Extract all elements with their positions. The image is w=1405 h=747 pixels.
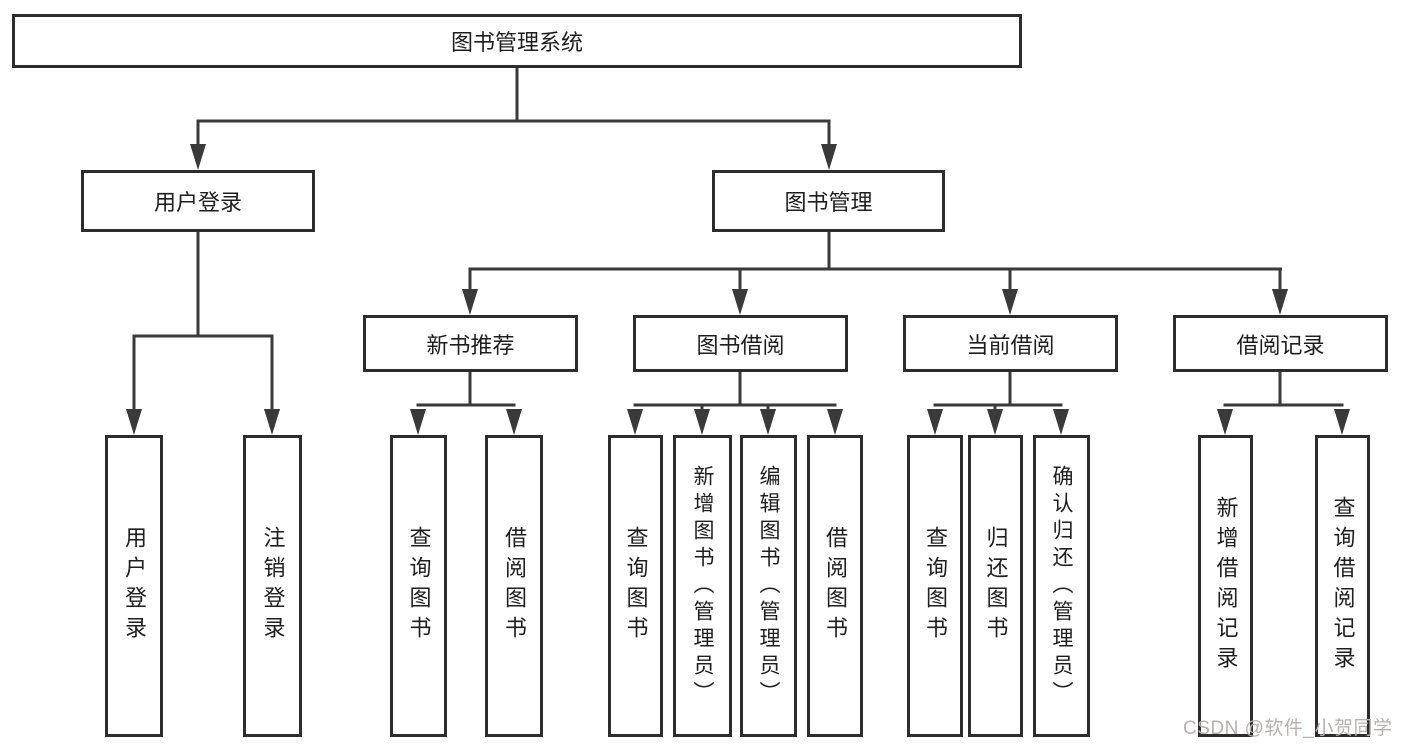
arrowhead-icons — [126, 144, 1350, 435]
arrow-down-icon — [821, 144, 837, 170]
node-root-system: 图书管理系统 — [12, 14, 1022, 68]
node-label: 新书推荐 — [426, 332, 515, 358]
node-label: 确认归还（管理员） — [1050, 464, 1073, 708]
node-label: 图书管理系统 — [450, 30, 583, 55]
leaf-add-books-admin: 新增图书（管理员） — [673, 435, 732, 737]
arrow-down-icon — [927, 409, 943, 435]
node-label: 查询借阅记录 — [1330, 496, 1356, 676]
node-label: 归还图书 — [983, 526, 1009, 646]
node-user-login: 用户登录 — [81, 170, 315, 232]
leaf-return-books: 归还图书 — [968, 435, 1023, 737]
csdn-watermark: CSDN @软件_小贺同学 — [1183, 718, 1393, 739]
node-label: 编辑图书（管理员） — [757, 464, 780, 708]
node-current-borrow: 当前借阅 — [903, 315, 1118, 372]
arrow-down-icon — [462, 289, 478, 315]
arrow-down-icon — [264, 409, 280, 435]
node-book-borrow: 图书借阅 — [633, 315, 848, 372]
arrow-down-icon — [1272, 289, 1288, 315]
leaf-query-books-recommend: 查询图书 — [390, 435, 447, 737]
node-label: 注销登录 — [260, 526, 286, 646]
node-label: 当前借阅 — [966, 332, 1055, 358]
node-label: 新增图书（管理员） — [691, 464, 714, 708]
arrow-down-icon — [627, 409, 643, 435]
node-label: 查询图书 — [623, 526, 649, 646]
node-label: 图书管理 — [784, 190, 873, 215]
arrow-down-icon — [1053, 409, 1069, 435]
arrow-down-icon — [732, 289, 748, 315]
leaf-add-borrow-record: 新增借阅记录 — [1198, 435, 1253, 737]
node-label: 借阅记录 — [1236, 332, 1325, 358]
node-label: 用户登录 — [122, 526, 147, 646]
leaf-edit-books-admin: 编辑图书（管理员） — [740, 435, 797, 737]
node-label: 查询图书 — [923, 526, 948, 646]
node-label: 新增借阅记录 — [1213, 496, 1239, 676]
arrow-down-icon — [126, 409, 142, 435]
arrow-down-icon — [760, 409, 776, 435]
arrow-down-icon — [506, 409, 522, 435]
node-label: 借阅图书 — [823, 526, 848, 646]
arrow-down-icon — [1217, 409, 1233, 435]
leaf-query-books-borrow: 查询图书 — [608, 435, 663, 737]
arrow-down-icon — [410, 409, 426, 435]
node-label: 借阅图书 — [502, 526, 527, 646]
arrow-down-icon — [694, 409, 710, 435]
node-book-management: 图书管理 — [712, 170, 945, 232]
node-label: 查询图书 — [406, 526, 432, 646]
node-label: 图书借阅 — [696, 332, 785, 358]
leaf-query-borrow-record: 查询借阅记录 — [1315, 435, 1370, 737]
arrow-down-icon — [827, 409, 843, 435]
leaf-borrow-books: 借阅图书 — [807, 435, 863, 737]
arrow-down-icon — [190, 144, 206, 170]
leaf-confirm-return-admin: 确认归还（管理员） — [1033, 435, 1090, 737]
leaf-user-login: 用户登录 — [105, 435, 163, 737]
leaf-borrow-books-recommend: 借阅图书 — [485, 435, 543, 737]
node-borrow-record: 借阅记录 — [1173, 315, 1388, 372]
arrow-down-icon — [1334, 409, 1350, 435]
leaf-logout: 注销登录 — [243, 435, 302, 737]
node-label: 用户登录 — [153, 190, 242, 215]
arrow-down-icon — [1002, 289, 1018, 315]
arrow-down-icon — [987, 409, 1003, 435]
node-new-book-recommend: 新书推荐 — [363, 315, 578, 372]
leaf-query-books-current: 查询图书 — [907, 435, 963, 737]
